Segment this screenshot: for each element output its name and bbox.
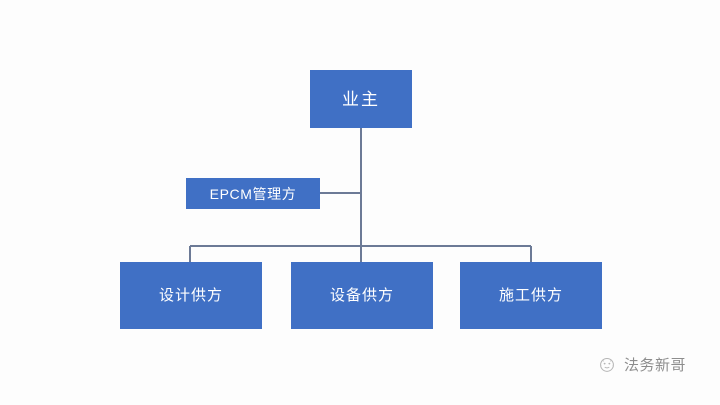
watermark: 法务新哥 [596, 353, 686, 375]
node-owner-label: 业主 [342, 89, 380, 109]
node-design-supplier-label: 设计供方 [158, 287, 223, 304]
watermark-text: 法务新哥 [624, 355, 687, 374]
node-equipment-supplier-label: 设备供方 [329, 287, 394, 304]
node-epcm-management-label: EPCM管理方 [209, 185, 297, 202]
node-epcm-management[interactable]: EPCM管理方 [186, 178, 320, 209]
node-owner[interactable]: 业主 [310, 70, 412, 128]
node-construction-supplier[interactable]: 施工供方 [460, 262, 602, 329]
node-construction-supplier-label: 施工供方 [498, 287, 563, 304]
wechat-official-account-logo-icon [600, 357, 614, 372]
node-equipment-supplier[interactable]: 设备供方 [291, 262, 433, 329]
node-design-supplier[interactable]: 设计供方 [120, 262, 262, 329]
